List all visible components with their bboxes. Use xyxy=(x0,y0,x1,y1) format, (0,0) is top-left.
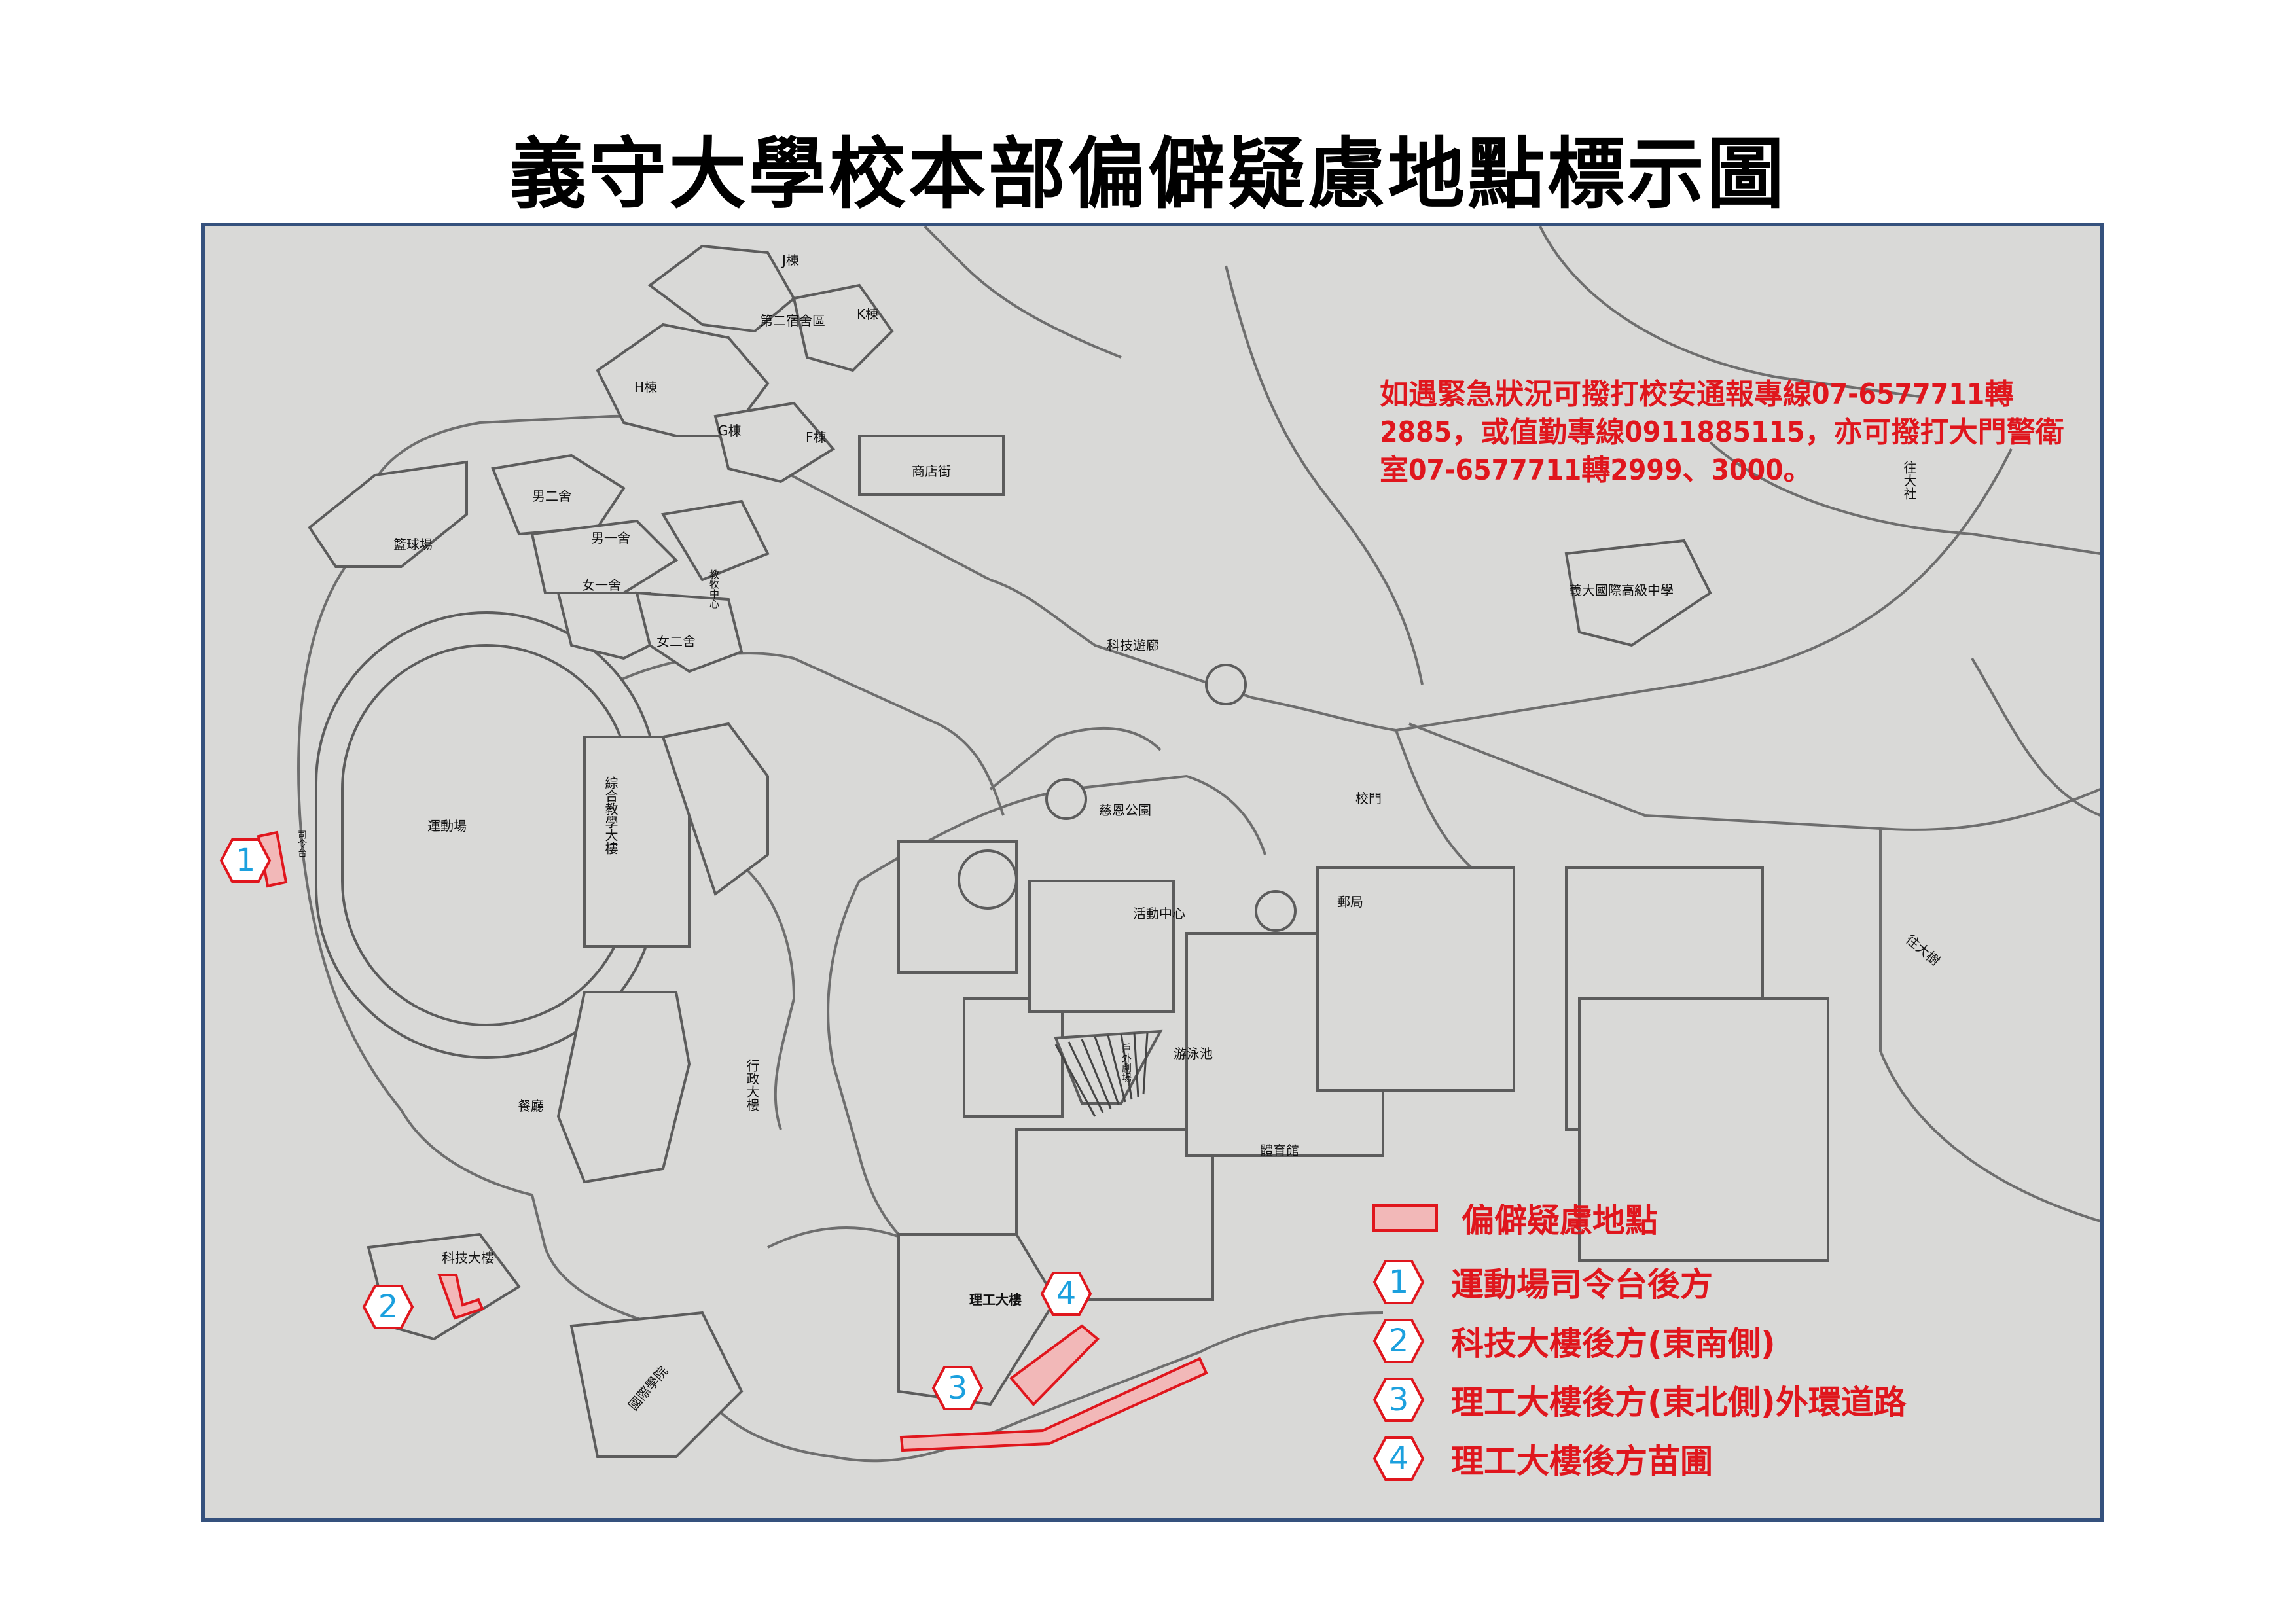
label-basketball-court: 籃球場 xyxy=(393,537,433,552)
hexagon-icon xyxy=(1372,1260,1425,1304)
label-female-dorm-2: 女二舍 xyxy=(656,633,696,649)
label-podium: 司令台 xyxy=(296,830,307,857)
map-drawing xyxy=(257,226,2100,1463)
hexagon-icon xyxy=(931,1366,984,1410)
label-school-gate: 校門 xyxy=(1355,791,1382,806)
legend-item-4: 4 理工大樓後方苗圃 xyxy=(1372,1436,1713,1482)
emergency-notice: 如遇緊急狀況可撥打校安通報專線07-6577711轉2885，或值勤專線0911… xyxy=(1380,378,2064,487)
campus-map: J棟 K棟 H棟 G棟 F棟 第二宿舍區 商店街 男二舍 男一舍 女一舍 女二舍… xyxy=(201,223,2104,1522)
label-to-dashe: 往大社 xyxy=(1901,461,1917,500)
legend-item-2: 2 科技大樓後方(東南側) xyxy=(1372,1318,1776,1364)
label-male-dorm-2: 男二舍 xyxy=(532,488,571,504)
hexagon-icon xyxy=(1372,1436,1425,1481)
hexagon-icon xyxy=(219,838,272,883)
map-marker-2: 2 xyxy=(362,1284,414,1330)
label-faith-center: 教牧中心 xyxy=(708,569,720,609)
hexagon-icon xyxy=(362,1285,414,1329)
label-sports-field: 運動場 xyxy=(427,818,467,834)
label-tech-gallery: 科技遊廊 xyxy=(1107,637,1159,653)
map-marker-1: 1 xyxy=(219,838,272,883)
label-j-building: J棟 xyxy=(782,253,799,268)
buildings xyxy=(308,244,1829,1458)
label-k-building: K棟 xyxy=(857,306,879,322)
theater-seating xyxy=(1054,1032,1149,1117)
map-marker-4: 4 xyxy=(1040,1271,1092,1317)
label-shopping-street: 商店街 xyxy=(912,463,951,479)
zone-3-ring-road xyxy=(899,1357,1208,1452)
label-swimming-pool: 游泳池 xyxy=(1174,1046,1213,1061)
label-outdoor-theater: 戶外劇場 xyxy=(1121,1043,1132,1082)
hexagon-icon xyxy=(1372,1319,1425,1363)
label-admin-building: 行政大樓 xyxy=(744,1059,760,1111)
hexagon-icon xyxy=(1040,1272,1092,1316)
legend-item-3: 3 理工大樓後方(東北側)外環道路 xyxy=(1372,1377,1907,1423)
label-gymnasium: 體育館 xyxy=(1260,1143,1299,1158)
label-male-dorm-1: 男一舍 xyxy=(591,530,630,546)
label-f-building: F棟 xyxy=(806,429,827,445)
hexagon-icon xyxy=(1372,1378,1425,1422)
label-dorm2: 第二宿舍區 xyxy=(760,313,825,329)
zone-2-tech-rear xyxy=(437,1274,484,1320)
legend-swatch xyxy=(1372,1204,1438,1232)
label-activity-center: 活動中心 xyxy=(1133,906,1185,921)
label-restaurant: 餐廳 xyxy=(518,1098,544,1114)
zone-4-nursery xyxy=(1009,1324,1100,1406)
label-post-office: 郵局 xyxy=(1337,894,1363,910)
label-science-building: 理工大樓 xyxy=(969,1292,1022,1308)
legend-title: 偏僻疑慮地點 xyxy=(1372,1195,1658,1241)
label-tech-building: 科技大樓 xyxy=(442,1250,494,1266)
label-g-building: G棟 xyxy=(718,423,742,438)
label-cien-park: 慈恩公園 xyxy=(1099,802,1151,818)
label-female-dorm-1: 女一舍 xyxy=(582,577,621,593)
label-comprehensive-building: 綜合教學大樓 xyxy=(603,776,619,855)
label-h-building: H棟 xyxy=(634,380,658,395)
legend-item-1: 1 運動場司令台後方 xyxy=(1372,1259,1713,1305)
map-marker-3: 3 xyxy=(931,1365,984,1411)
page-title: 義守大學校本部偏僻疑慮地點標示圖 xyxy=(509,129,1787,219)
danger-zones xyxy=(257,830,1208,1452)
label-intl-high-school: 義大國際高級中學 xyxy=(1569,582,1674,598)
